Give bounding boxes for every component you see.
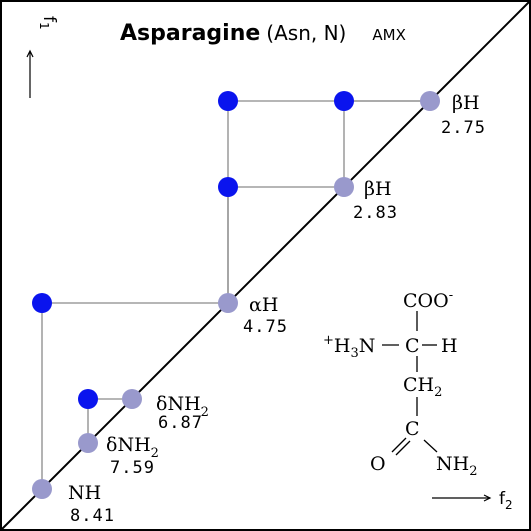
f1-arrowhead-icon [26,49,34,58]
value-dnh2-b: 6.87 [158,413,203,433]
bond-amide-o-2 [395,440,411,456]
cross-peak-ah-bh1 [218,177,238,197]
value-bh2: 2.75 [441,118,486,138]
bond-amide-o-1 [391,437,407,453]
alpha-carbon: C [405,335,420,357]
label-dnh2-a: δNH2 [106,434,159,461]
diagonal-peak-bh2 [420,91,440,111]
cross-peak-nh-ah [32,293,52,313]
amino-acid-abbrev: (Asn, N) [266,21,346,45]
spin-system-label: AMX [372,26,405,44]
amide-carbon: C [405,418,420,440]
label-bh2: βH [452,92,480,114]
value-nh: 8.41 [70,506,115,526]
cross-peak-ah-bh2 [218,91,238,111]
page-title: Asparagine(Asn, N) AMX [120,21,406,46]
cross-peak-dnh2a-dnh2b [78,389,98,409]
f2-arrowhead-icon [483,494,492,502]
amino-acid-name: Asparagine [120,21,260,46]
diagonal-peak-dnh2a [78,433,98,453]
amide-oxygen: O [370,453,386,475]
diagonal-peak-dnh2b [122,389,142,409]
label-ah: αH [249,294,278,316]
value-dnh2-a: 7.59 [110,458,155,478]
value-bh1: 2.83 [353,203,398,223]
diagonal-peak-nh [32,479,52,499]
methylene-group: CH2 [403,374,442,400]
f1-axis-indicator: f1 [26,16,59,98]
f2-axis-indicator: f2 [432,489,513,512]
peak-markers [32,91,440,499]
label-nh: NH [68,482,101,504]
asparagine-structure: COO- +H3N C H CH2 C O NH2 [323,288,477,479]
cross-peak-bh1-bh2 [334,91,354,111]
bond-amide-n [423,439,438,453]
diagonal-peak-bh1 [334,177,354,197]
amide-nitrogen: NH2 [436,453,477,479]
alpha-hydrogen: H [441,335,458,357]
label-dnh2-b: δNH2 [156,393,209,420]
f2-axis-label: f2 [499,489,513,512]
f1-axis-label: f1 [37,16,59,30]
carboxyl-group: COO- [403,288,453,312]
value-ah: 4.75 [243,317,288,337]
peak-labels: NH 8.41 δNH2 7.59 δNH2 6.87 αH 4.75 βH 2… [68,92,486,526]
amine-group: +H3N [323,333,375,361]
label-bh1: βH [364,178,392,200]
diagonal-peak-ah [218,293,238,313]
